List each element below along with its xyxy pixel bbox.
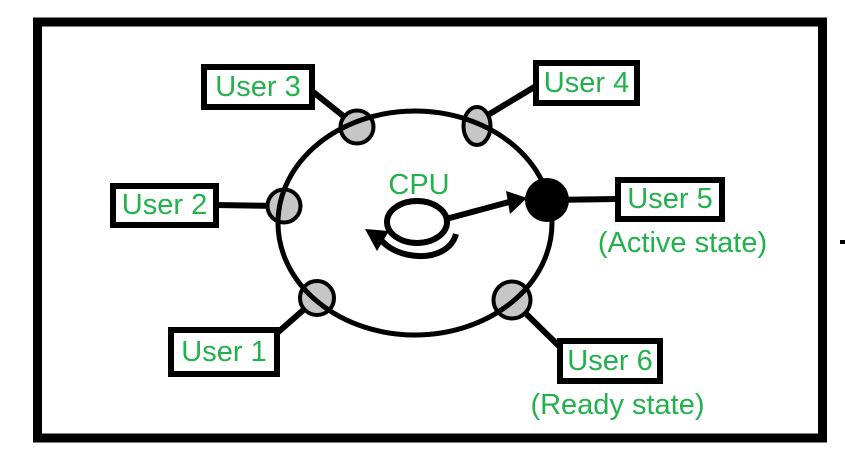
- user-6-label: User 6: [567, 344, 653, 377]
- rotation-arrow-head-icon: [365, 229, 389, 251]
- cpu-to-active-arrow: [445, 199, 510, 222]
- user-3-label-box: User 3: [201, 64, 315, 110]
- user-4-label-box: User 4: [533, 60, 640, 106]
- user-2-label-box: User 2: [110, 183, 219, 228]
- user-1-label-box: User 1: [168, 327, 280, 377]
- user-5-node-active: [525, 178, 569, 222]
- user-3-label: User 3: [215, 70, 301, 103]
- cpu-arrow-head-icon: [506, 191, 527, 214]
- cpu-ellipse: [384, 198, 450, 246]
- cpu-label: CPU: [388, 169, 450, 201]
- outer-border: [33, 17, 827, 443]
- scheduling-ring: [275, 108, 555, 338]
- rotation-arrow: [378, 232, 459, 260]
- user-4-label: User 4: [543, 66, 630, 99]
- user-5-label: User 5: [627, 183, 713, 215]
- user-6-label-box: User 6: [557, 338, 663, 384]
- user-2-label: User 2: [121, 189, 208, 221]
- stray-mark: [840, 240, 845, 244]
- ready-state-note: (Ready state): [530, 389, 705, 421]
- user-1-label: User 1: [181, 335, 267, 368]
- user-4-node: [461, 105, 493, 147]
- active-state-note: (Active state): [597, 227, 768, 259]
- user-5-label-box: User 5: [615, 177, 725, 222]
